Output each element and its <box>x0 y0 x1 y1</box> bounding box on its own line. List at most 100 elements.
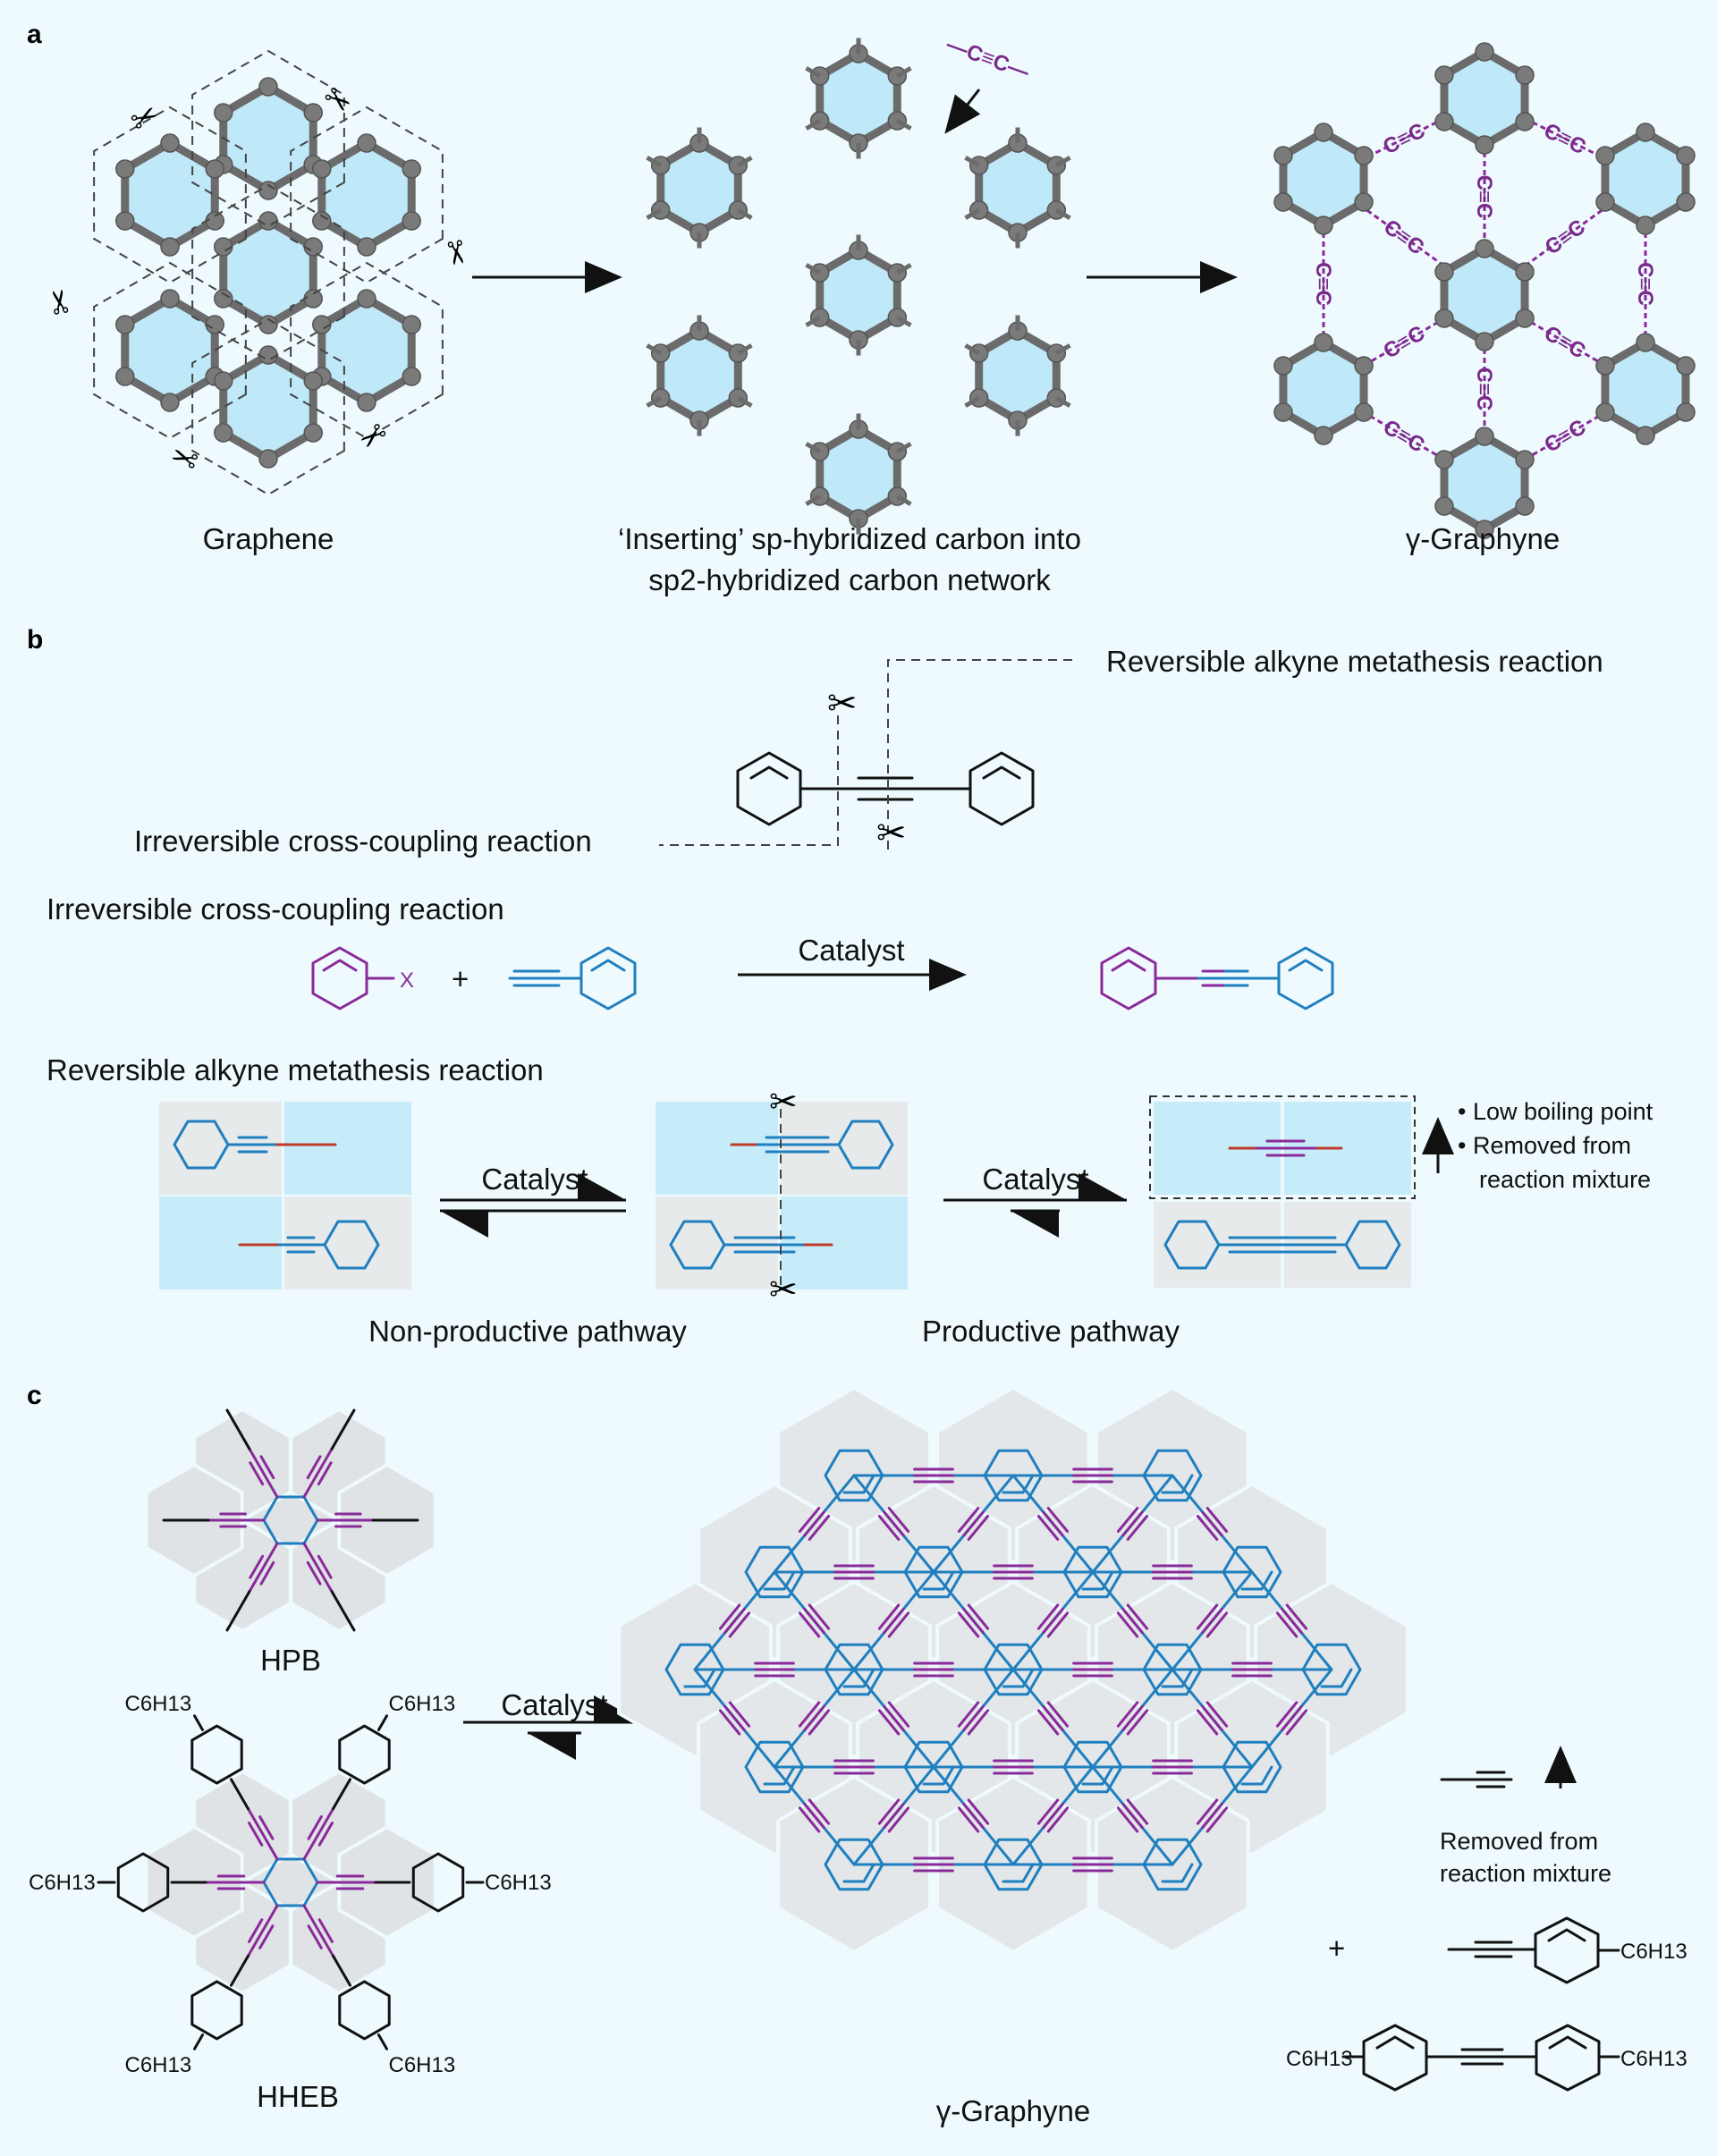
alkyne-arm <box>302 1447 334 1499</box>
carbon-atom <box>303 289 323 309</box>
network-triple-bond <box>1201 1510 1223 1537</box>
network-triple-bond <box>798 1611 821 1638</box>
carbon-atom <box>1434 496 1454 516</box>
cut-outline <box>191 183 345 362</box>
carbon-atom <box>115 211 135 231</box>
carbon-atom <box>1515 496 1535 516</box>
network-triple-bond <box>1116 1611 1139 1638</box>
graphene-cut-outlines: ✂✂✂✂✂✂ <box>39 49 477 496</box>
cut-outline <box>93 261 247 440</box>
network-triple-bond <box>962 1510 985 1537</box>
network-triple-bond <box>798 1701 821 1728</box>
c6h13-sub: C6H13 <box>1286 2047 1353 2071</box>
network-triple-bond <box>1275 1611 1298 1638</box>
cut-outline <box>191 317 345 496</box>
aryl-halide-ring <box>311 946 368 1010</box>
carbon-atom <box>115 367 135 386</box>
network-triple-bond <box>718 1603 741 1630</box>
network-triple-bond <box>728 1611 751 1638</box>
carbon-atom <box>1354 356 1374 376</box>
network-triple-bond <box>1042 1607 1064 1635</box>
isolated-ring <box>975 326 1061 425</box>
network-triple-bond <box>967 1798 990 1825</box>
carbon-atom <box>115 159 135 179</box>
acetylene-link-label: C≡C <box>1379 215 1428 259</box>
aryl-ring <box>338 1980 391 2041</box>
scissors-icon: ✂ <box>827 684 858 723</box>
byproduct-box <box>1149 1095 1416 1199</box>
metathesis-heading: Reversible alkyne metathesis reaction <box>47 1053 544 1086</box>
network-triple-bond <box>798 1806 821 1833</box>
network-triple-bond <box>1121 1510 1144 1537</box>
carbon-atom <box>205 159 224 179</box>
network-triple-bond <box>1205 1701 1229 1728</box>
graphene-network <box>115 77 421 469</box>
c6h13-sub: C6H13 <box>125 2053 192 2077</box>
aryl-ring <box>411 1852 465 1913</box>
alkyne-arm <box>247 1807 279 1861</box>
acetylene-link-label: C≡C <box>1541 215 1590 259</box>
network-triple-bond <box>723 1704 746 1732</box>
separated-rings <box>646 38 1071 535</box>
carbon-atom <box>1595 192 1615 212</box>
halide-x: X <box>400 968 414 993</box>
insert-label-line1: ‘Inserting’ sp-hybridized carbon into <box>618 522 1081 555</box>
acetylene-link-label: C≡C <box>1379 118 1429 159</box>
carbon-atom <box>1434 309 1454 328</box>
network-ring <box>664 1643 725 1696</box>
carbon-atom <box>1314 123 1333 142</box>
hpb-label: HPB <box>260 1644 321 1677</box>
acetylene-link-label: C≡C <box>1311 262 1335 306</box>
network-triple-bond <box>728 1701 751 1728</box>
productive-label: Productive pathway <box>922 1315 1180 1348</box>
scissors-icon: ✂ <box>769 1272 798 1309</box>
network-triple-bond <box>1196 1709 1219 1736</box>
catalyst-c: Catalyst <box>501 1688 607 1721</box>
carbon-atom <box>1475 42 1494 62</box>
carbon-atom <box>402 367 421 386</box>
alkyne-arm <box>248 1447 279 1499</box>
carbon-atom <box>214 289 233 309</box>
graphyne-ring <box>1440 432 1529 534</box>
carbon-atom <box>1434 262 1454 282</box>
acetylene-link-label: C≡C <box>1379 415 1429 458</box>
carbon-atom <box>1314 216 1333 235</box>
network-triple-bond <box>803 1510 825 1537</box>
acetylene-link-label: C≡C <box>1540 118 1590 159</box>
network-triple-bond <box>883 1607 905 1635</box>
network-triple-bond <box>803 1802 825 1830</box>
carbon-atom <box>1314 426 1333 445</box>
carbon-atom <box>160 237 180 257</box>
alkyne-arm <box>247 1904 279 1957</box>
insert-label-line2: sp2-hybridized carbon network <box>648 563 1051 596</box>
network-triple-bond <box>1126 1798 1149 1825</box>
network-triple-bond <box>957 1507 980 1534</box>
carbon-atom <box>258 345 278 365</box>
network-triple-bond <box>957 1701 980 1728</box>
alkyne-arm <box>248 1542 279 1594</box>
carbon-atom <box>303 237 323 257</box>
carbon-atom <box>402 211 421 231</box>
shade-block <box>284 1196 411 1289</box>
network-triple-bond <box>808 1603 831 1630</box>
carbon-atom <box>1434 65 1454 85</box>
reversible-label: Reversible alkyne metathesis reaction <box>1106 645 1603 678</box>
graphene-ring <box>121 294 219 407</box>
network-triple-bond <box>1121 1704 1144 1732</box>
c6h13-sub: C6H13 <box>1620 2047 1687 2071</box>
acetylene-link-label: C≡C <box>1379 321 1429 364</box>
acetylene-link-label: C≡C <box>1633 262 1657 306</box>
carbon-atom <box>258 211 278 231</box>
c6h13-sub: C6H13 <box>389 1692 456 1716</box>
network-triple-bond <box>1036 1514 1060 1541</box>
carbon-atom <box>1475 332 1494 351</box>
network-ring <box>1222 1740 1282 1794</box>
carbon-atom <box>1314 333 1333 352</box>
alkyne-unit-label: —C≡C— <box>943 32 1033 84</box>
network-ring <box>983 1643 1044 1696</box>
phenyl-left <box>736 751 802 826</box>
network-triple-bond <box>1046 1611 1070 1638</box>
scissors-icon: ✂ <box>124 95 166 140</box>
scissors-icon: ✂ <box>436 236 477 269</box>
network-ring <box>1142 1838 1203 1891</box>
